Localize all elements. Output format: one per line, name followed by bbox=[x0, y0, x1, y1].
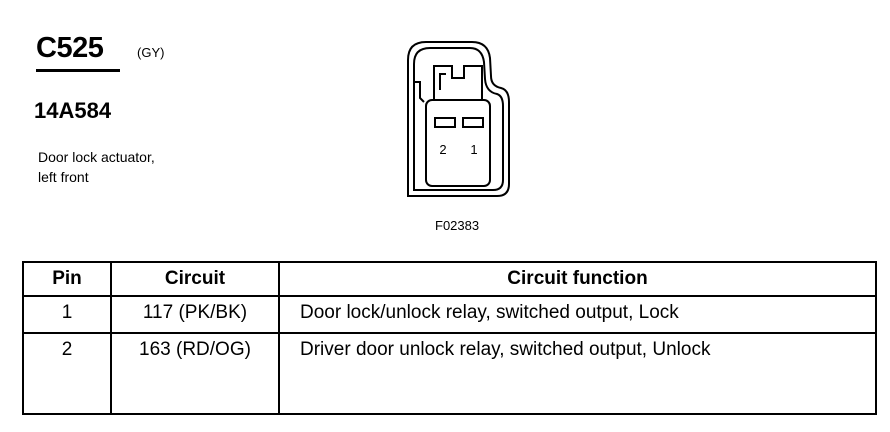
connector-id: C525 bbox=[36, 32, 104, 64]
pin-table: Pin Circuit Circuit function 1 117 (PK/B… bbox=[22, 261, 877, 415]
cell-pin: 1 bbox=[22, 295, 112, 334]
connector-id-underline bbox=[36, 69, 120, 72]
header-pin: Pin bbox=[22, 261, 112, 297]
description-line-2: left front bbox=[38, 169, 89, 185]
header-circuit-function: Circuit function bbox=[278, 261, 877, 297]
connector-face-diagram: 2 1 bbox=[407, 41, 510, 197]
cell-circuit: 163 (RD/OG) bbox=[110, 332, 280, 415]
description-line-1: Door lock actuator, bbox=[38, 149, 155, 165]
pin-cavities bbox=[434, 117, 484, 128]
connector-housing bbox=[407, 41, 510, 197]
cell-circuit-function: Driver door unlock relay, switched outpu… bbox=[278, 332, 877, 415]
pin-label-1: 1 bbox=[470, 142, 477, 157]
header-circuit: Circuit bbox=[110, 261, 280, 297]
pin-cavity-1 bbox=[462, 117, 484, 128]
connector-body bbox=[414, 65, 491, 187]
connector-color: (GY) bbox=[137, 45, 165, 60]
connector-description: Door lock actuator, left front bbox=[38, 147, 155, 187]
table-header-row: Pin Circuit Circuit function bbox=[22, 261, 877, 297]
cell-circuit: 117 (PK/BK) bbox=[110, 295, 280, 334]
pin-label-2: 2 bbox=[439, 142, 446, 157]
part-number: 14A584 bbox=[34, 98, 112, 123]
table-row: 1 117 (PK/BK) Door lock/unlock relay, sw… bbox=[22, 295, 877, 334]
table-row: 2 163 (RD/OG) Driver door unlock relay, … bbox=[22, 332, 877, 415]
cell-circuit-function: Door lock/unlock relay, switched output,… bbox=[278, 295, 877, 334]
cell-pin: 2 bbox=[22, 332, 112, 415]
figure-label: F02383 bbox=[435, 218, 480, 233]
pin-cavity-2 bbox=[434, 117, 456, 128]
